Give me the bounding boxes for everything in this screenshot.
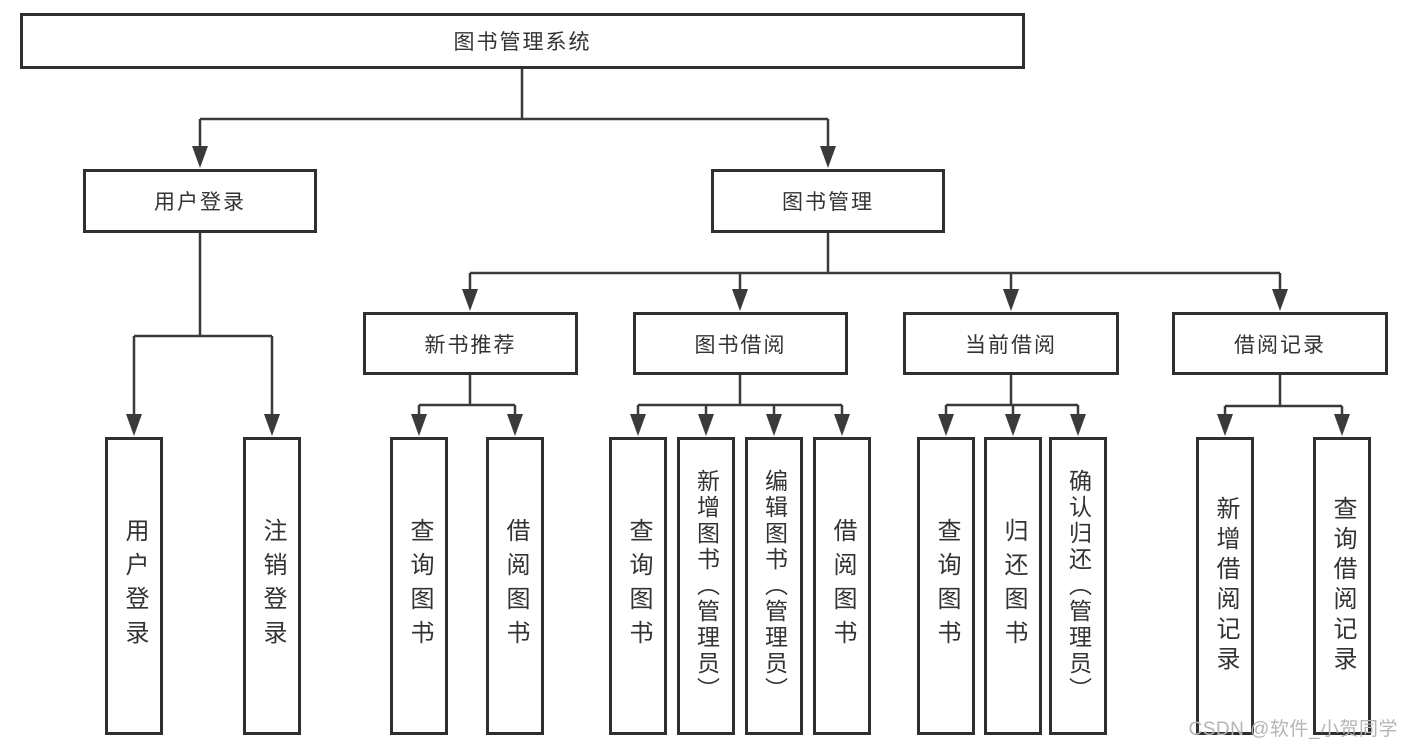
leaf-return-book: 归还图书 <box>984 437 1042 735</box>
node-label: 图书借阅 <box>694 333 787 357</box>
leaf-user-login: 用户登录 <box>105 437 163 735</box>
csdn-watermark: CSDN @软件_小贺同学 <box>1188 719 1398 740</box>
arrowhead <box>630 414 646 436</box>
leaf-label: 借阅图书 <box>502 518 529 654</box>
arrowhead <box>462 289 478 311</box>
leaf-edit-book-admin: 编辑图书（管理员） <box>745 437 803 735</box>
leaf-label: 查询借阅记录 <box>1329 496 1356 676</box>
leaf-label: 新增借阅记录 <box>1212 496 1239 676</box>
node-new-book-recommend: 新书推荐 <box>363 312 578 375</box>
leaf-borrow-books-recommend: 借阅图书 <box>486 437 544 735</box>
leaf-add-book-admin: 新增图书（管理员） <box>677 437 735 735</box>
leaf-confirm-return-admin: 确认归还（管理员） <box>1049 437 1107 735</box>
node-label: 图书管理系统 <box>453 31 592 54</box>
leaf-label: 确认归还（管理员） <box>1065 469 1092 703</box>
leaf-label: 查询图书 <box>933 518 960 654</box>
leaf-label: 编辑图书（管理员） <box>761 469 788 703</box>
node-borrowing-records: 借阅记录 <box>1172 312 1388 375</box>
node-current-borrowing: 当前借阅 <box>903 312 1119 375</box>
arrowhead <box>698 414 714 436</box>
leaf-label: 查询图书 <box>406 518 433 654</box>
arrowhead <box>820 146 836 168</box>
arrowhead <box>834 414 850 436</box>
node-book-borrowing: 图书借阅 <box>633 312 848 375</box>
leaf-label: 新增图书（管理员） <box>693 469 720 703</box>
arrowhead <box>192 146 208 168</box>
arrowhead <box>1334 414 1350 436</box>
node-book-management: 图书管理 <box>711 169 945 233</box>
leaf-label: 归还图书 <box>1000 518 1027 654</box>
arrowhead <box>1272 289 1288 311</box>
leaf-borrow-books-borrowing: 借阅图书 <box>813 437 871 735</box>
node-label: 新书推荐 <box>424 333 517 357</box>
arrowhead <box>766 414 782 436</box>
leaf-query-borrow-record: 查询借阅记录 <box>1313 437 1371 735</box>
node-library-management-system: 图书管理系统 <box>20 13 1025 69</box>
arrowhead <box>264 414 280 436</box>
leaf-query-books-borrowing: 查询图书 <box>609 437 667 735</box>
node-label: 图书管理 <box>782 191 874 214</box>
node-label: 用户登录 <box>154 191 246 214</box>
leaf-label: 查询图书 <box>625 518 652 654</box>
leaf-query-books-recommend: 查询图书 <box>390 437 448 735</box>
leaf-add-borrow-record: 新增借阅记录 <box>1196 437 1254 735</box>
node-label: 当前借阅 <box>965 333 1057 357</box>
arrowhead <box>1217 414 1233 436</box>
leaf-logout: 注销登录 <box>243 437 301 735</box>
arrowhead <box>938 414 954 436</box>
leaf-label: 用户登录 <box>121 518 148 654</box>
leaf-query-books-current: 查询图书 <box>917 437 975 735</box>
arrowhead <box>507 414 523 436</box>
arrowhead <box>1005 414 1021 436</box>
leaf-label: 注销登录 <box>259 518 286 654</box>
arrowhead <box>411 414 427 436</box>
arrowhead <box>1003 289 1019 311</box>
arrowhead <box>1070 414 1086 436</box>
arrowhead <box>126 414 142 436</box>
node-user-login: 用户登录 <box>83 169 317 233</box>
arrowhead <box>732 289 748 311</box>
node-label: 借阅记录 <box>1234 333 1326 357</box>
leaf-label: 借阅图书 <box>829 518 856 654</box>
